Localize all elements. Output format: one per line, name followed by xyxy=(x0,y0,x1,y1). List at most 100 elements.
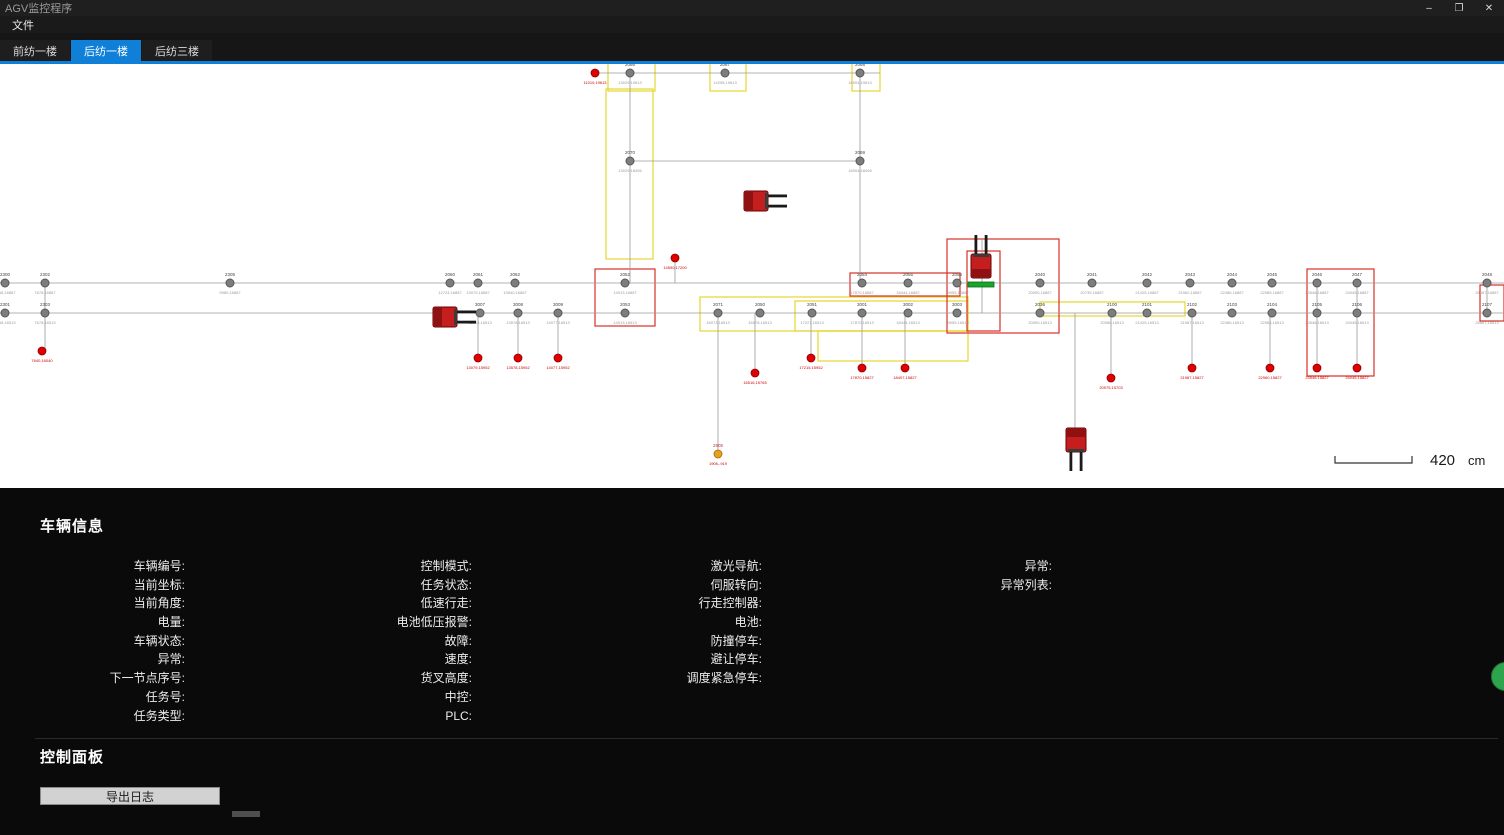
map-node[interactable] xyxy=(1482,308,1492,318)
partial-button-stub[interactable] xyxy=(232,811,260,817)
minimize-button[interactable]: – xyxy=(1426,2,1432,14)
map-node-coord: 9980,16887 xyxy=(219,290,241,295)
map-node[interactable] xyxy=(1227,278,1237,288)
maximize-button[interactable]: ❐ xyxy=(1454,2,1464,14)
map-node[interactable] xyxy=(855,156,865,166)
map-station[interactable] xyxy=(590,68,600,78)
map-node-coord: 14913,16513 xyxy=(613,320,637,325)
map-node[interactable] xyxy=(473,278,483,288)
map-station[interactable] xyxy=(473,353,483,363)
tab-floor-2[interactable]: 后纺三楼 xyxy=(142,40,212,61)
menu-item-file[interactable]: 文件 xyxy=(12,19,34,32)
map-node[interactable] xyxy=(1185,278,1195,288)
map-node[interactable] xyxy=(40,278,50,288)
map-node[interactable] xyxy=(1267,278,1277,288)
map-node[interactable] xyxy=(713,308,723,318)
map-station[interactable] xyxy=(513,353,523,363)
map-station[interactable] xyxy=(900,363,910,373)
map-node[interactable] xyxy=(1312,278,1322,288)
map-node-coord: 22486,16887 xyxy=(1220,290,1244,295)
map-node[interactable] xyxy=(1187,308,1197,318)
map-node[interactable] xyxy=(1035,308,1045,318)
map-station[interactable] xyxy=(1352,363,1362,373)
yellow-zone-rect xyxy=(699,296,969,332)
map-node-id: 2300 xyxy=(0,272,11,277)
map-station[interactable] xyxy=(670,253,680,263)
section-divider xyxy=(35,738,1498,739)
map-node-coord: 7678,16887 xyxy=(34,290,56,295)
agv-vehicle[interactable] xyxy=(1065,427,1087,471)
map-node-id: 2047 xyxy=(1352,272,1363,277)
map-node[interactable] xyxy=(475,308,485,318)
map-node[interactable] xyxy=(1107,308,1117,318)
map-node-coord: 23546,16513 xyxy=(1305,320,1329,325)
map-node[interactable] xyxy=(952,308,962,318)
close-button[interactable]: ✕ xyxy=(1484,2,1494,14)
map-node[interactable] xyxy=(620,278,630,288)
map-node[interactable] xyxy=(755,308,765,318)
export-log-button[interactable]: 导出日志 xyxy=(40,787,220,805)
map-station[interactable] xyxy=(37,346,47,356)
map-station[interactable] xyxy=(1265,363,1275,373)
map-node[interactable] xyxy=(857,278,867,288)
map-node[interactable] xyxy=(1352,308,1362,318)
map-station-coord: 11010,19613 xyxy=(583,80,607,85)
map-node[interactable] xyxy=(625,68,635,78)
map-node[interactable] xyxy=(720,68,730,78)
map-node-id: 2046 xyxy=(1312,272,1323,277)
map-station[interactable] xyxy=(1106,373,1116,383)
map-node[interactable] xyxy=(1227,308,1237,318)
map-node[interactable] xyxy=(952,278,962,288)
agv-vehicle[interactable] xyxy=(432,306,476,328)
map-node[interactable] xyxy=(513,308,523,318)
map-station[interactable] xyxy=(1187,363,1197,373)
map-node-id: 2053 xyxy=(620,302,631,307)
info-field-label: 电池低压报警: xyxy=(396,615,472,630)
map-station-special[interactable] xyxy=(713,449,723,459)
map-node[interactable] xyxy=(1352,278,1362,288)
map-node[interactable] xyxy=(857,308,867,318)
agv-vehicle[interactable] xyxy=(743,190,787,212)
map-node[interactable] xyxy=(620,308,630,318)
map-node[interactable] xyxy=(903,278,913,288)
map-node[interactable] xyxy=(625,156,635,166)
map-node[interactable] xyxy=(40,308,50,318)
map-node[interactable] xyxy=(855,68,865,78)
map-station[interactable] xyxy=(553,353,563,363)
map-node[interactable] xyxy=(225,278,235,288)
floor-tab-bar: 前纺一楼后纺一楼后纺三楼 xyxy=(0,33,1504,61)
map-node[interactable] xyxy=(510,278,520,288)
map-node[interactable] xyxy=(1312,308,1322,318)
map-node-id: 2070 xyxy=(625,150,636,155)
map-station[interactable] xyxy=(857,363,867,373)
map-node[interactable] xyxy=(1482,278,1492,288)
map-node[interactable] xyxy=(1142,278,1152,288)
map-node[interactable] xyxy=(0,278,10,288)
map-node[interactable] xyxy=(903,308,913,318)
map-node[interactable] xyxy=(445,278,455,288)
agv-vehicle[interactable] xyxy=(970,235,992,279)
map-node-coord: 21987,16513 xyxy=(1180,320,1204,325)
map-node-id: 2104 xyxy=(1267,302,1278,307)
map-node-id: 2302 xyxy=(40,272,51,277)
map-node-coord: 20739,16887 xyxy=(1080,290,1104,295)
map-station[interactable] xyxy=(750,368,760,378)
map-station-coord: 20975,15703 xyxy=(1099,385,1123,390)
map-node[interactable] xyxy=(1142,308,1152,318)
tab-floor-0[interactable]: 前纺一楼 xyxy=(0,40,70,61)
map-node[interactable] xyxy=(807,308,817,318)
map-node[interactable] xyxy=(553,308,563,318)
map-node[interactable] xyxy=(1035,278,1045,288)
map-node[interactable] xyxy=(1267,308,1277,318)
title-bar: AGV监控程序 – ❐ ✕ xyxy=(0,0,1504,16)
map-node-coord: 16004,18496 xyxy=(848,168,872,173)
tab-floor-1[interactable]: 后纺一楼 xyxy=(71,40,141,61)
map-station[interactable] xyxy=(1312,363,1322,373)
map-node[interactable] xyxy=(1087,278,1097,288)
red-zone-rect xyxy=(594,268,656,327)
map-node-coord: 22985,16513 xyxy=(1260,320,1284,325)
map-station[interactable] xyxy=(806,353,816,363)
map-node[interactable] xyxy=(0,308,10,318)
